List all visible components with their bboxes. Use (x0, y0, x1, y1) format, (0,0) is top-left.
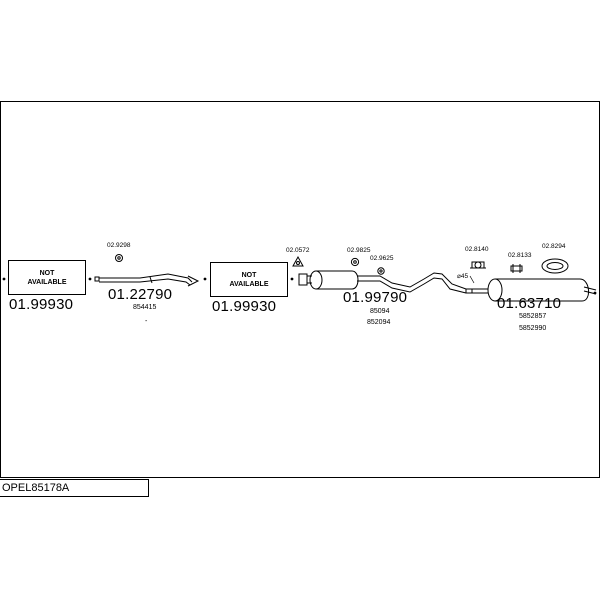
clamp-graphic-2 (470, 261, 486, 269)
front-pipe-clamp-code: 02.9298 (107, 242, 131, 249)
middle-silencer-code: 01.99790 (343, 289, 408, 306)
middle-silencer-oem-1: 85094 (370, 308, 390, 315)
hanger-code-2: 02.9625 (370, 255, 394, 262)
kit-title: OPEL85178A (2, 482, 70, 494)
gasket-graphic-1 (292, 255, 304, 267)
hanger-graphic-3 (510, 264, 523, 273)
left-inlet-dot (2, 277, 6, 281)
hanger-code-1: 02.9825 (347, 247, 371, 254)
rear-silencer-code: 01.63710 (497, 295, 562, 312)
front-pipe-code: 01.22790 (108, 286, 173, 303)
hanger-graphic-4 (541, 258, 569, 274)
middle-inlet-dot (203, 277, 207, 281)
left-not-available-line-1: NOT (39, 269, 55, 277)
hanger-graphic-2 (377, 267, 385, 275)
gasket-code: 02.0572 (286, 247, 310, 254)
hanger-graphic-1 (350, 257, 360, 267)
front-pipe-oem: 854415 (133, 304, 157, 311)
rear-silencer-oem-2: 5852990 (519, 325, 547, 332)
rear-clamp-code: 02.8140 (465, 246, 489, 253)
pipe-diameter-label: ⌀45 (457, 273, 469, 280)
front-pipe-mark: - (145, 318, 148, 325)
clamp-graphic-1 (115, 254, 123, 262)
rear-silencer-oem-1: 5852857 (519, 313, 547, 320)
diagram-frame (0, 101, 600, 478)
left-section-code: 01.99930 (9, 296, 74, 313)
left-not-available-box: NOT AVAILABLE (8, 260, 86, 295)
middle-section-code: 01.99930 (212, 298, 277, 315)
middle-not-available-line-1: NOT (241, 271, 257, 279)
kit-title-box: OPEL85178A (0, 479, 149, 497)
front-pipe-graphic (88, 273, 200, 287)
middle-not-available-box: NOT AVAILABLE (210, 262, 288, 297)
middle-not-available-line-2: AVAILABLE (229, 280, 269, 288)
rear-hanger-code-1: 02.8133 (508, 252, 532, 259)
middle-silencer-oem-2: 852094 (367, 319, 391, 326)
left-not-available-line-2: AVAILABLE (27, 278, 67, 286)
rear-hanger-code-2: 02.8294 (542, 243, 566, 250)
rear-silencer-graphic (472, 278, 597, 302)
middle-silencer-graphic (290, 270, 473, 294)
